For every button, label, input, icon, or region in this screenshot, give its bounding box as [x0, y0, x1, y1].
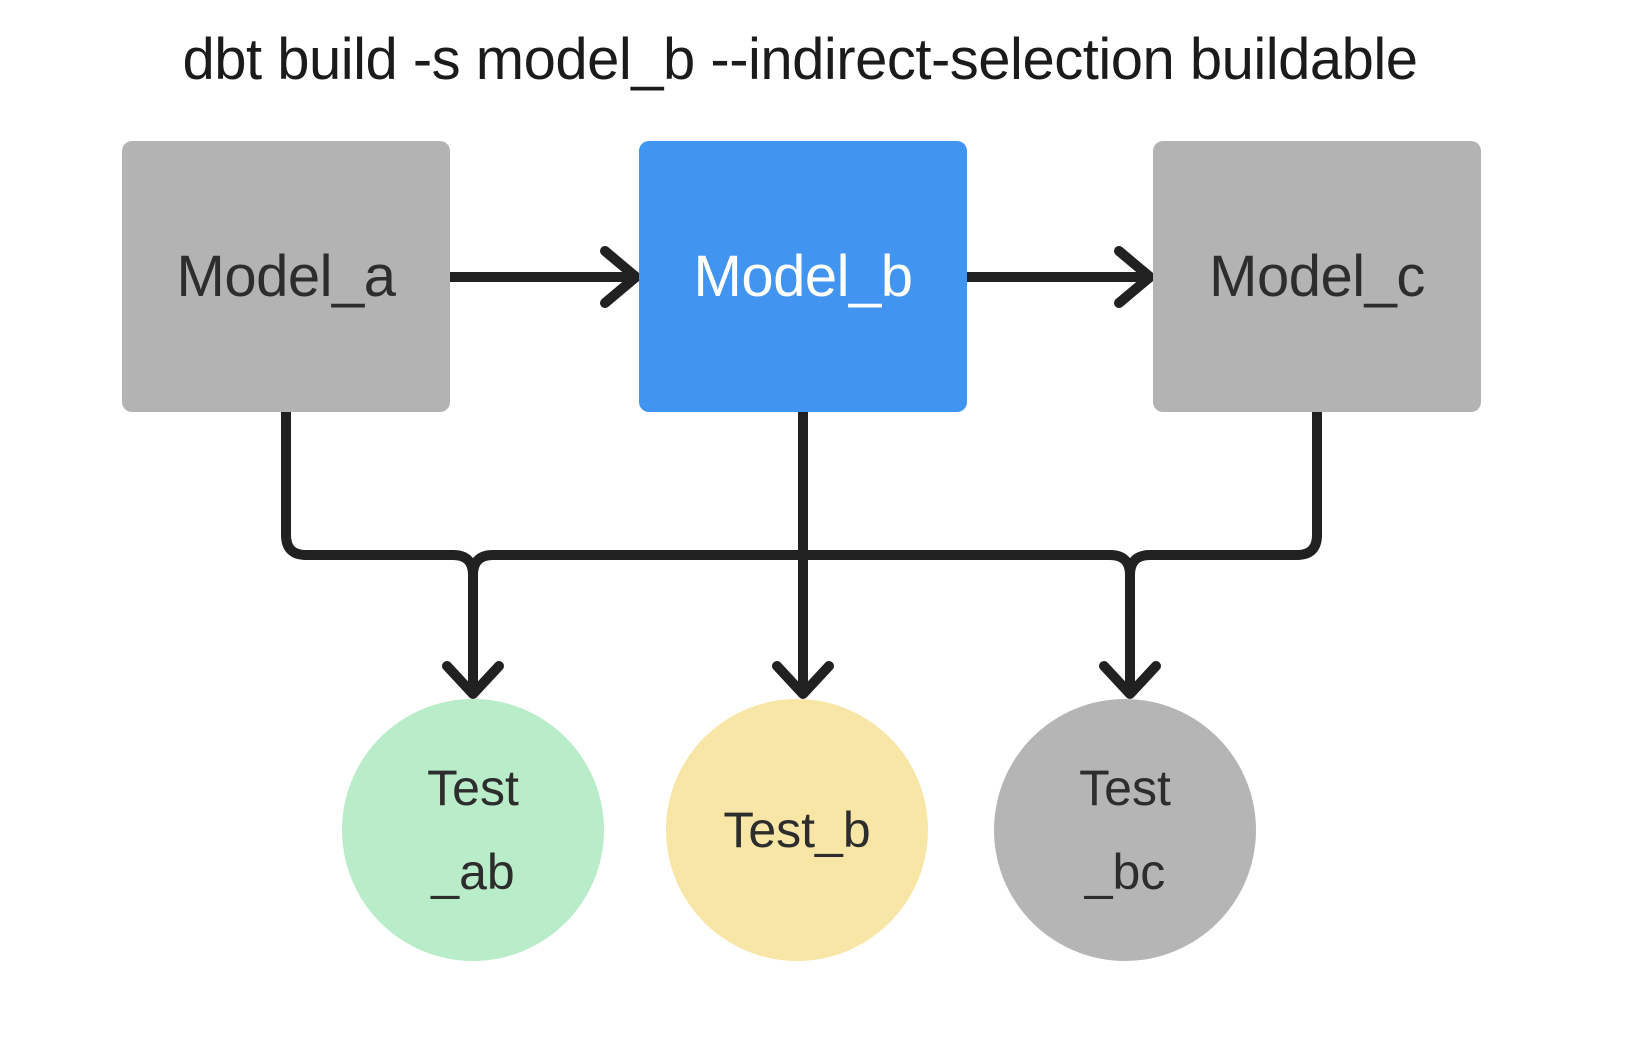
node-model-b: Model_b: [639, 141, 967, 412]
edge-model-a-to-test-ab: [281, 407, 478, 693]
node-test-ab-label-line1: Test: [427, 760, 519, 816]
node-test-ab: Test _ab: [342, 699, 604, 961]
node-model-a: Model_a: [122, 141, 450, 412]
node-model-b-label: Model_b: [693, 244, 913, 309]
node-model-c-label: Model_c: [1209, 244, 1425, 309]
arrowhead-model-b-icon: [600, 246, 641, 308]
arrowhead-test-ab-icon: [442, 661, 504, 699]
node-model-c: Model_c: [1153, 141, 1481, 412]
edge-model-c-to-bus: [1125, 407, 1322, 615]
arrowhead-test-b-icon: [772, 661, 834, 699]
arrowhead-test-bc-icon: [1099, 661, 1161, 699]
node-test-b: Test_b: [666, 699, 928, 961]
arrowhead-model-c-icon: [1114, 246, 1155, 308]
node-model-a-label: Model_a: [176, 244, 396, 309]
node-test-bc-label-line2: _bc: [1084, 844, 1166, 900]
node-test-bc: Test _bc: [994, 699, 1256, 961]
node-test-bc-label-line1: Test: [1079, 760, 1171, 816]
node-test-ab-label-line2: _ab: [431, 844, 515, 900]
diagram-title: dbt build -s model_b --indirect-selectio…: [182, 27, 1418, 92]
node-test-b-label-line1: Test_b: [723, 802, 871, 858]
